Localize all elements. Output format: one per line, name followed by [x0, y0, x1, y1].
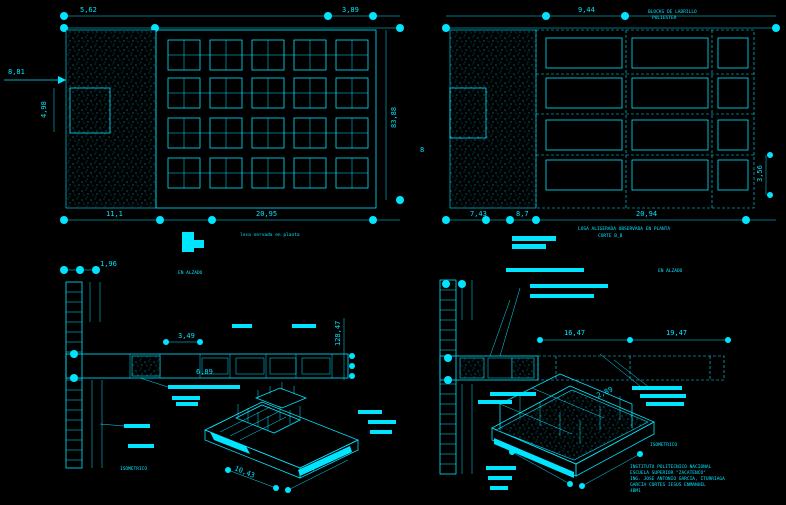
isometric-right: 2,89 — [486, 373, 655, 490]
dim-bottom-2: 20,95 — [256, 210, 277, 218]
dim-left-1: 8,81 — [8, 68, 25, 76]
dim-top: 1,96 — [100, 260, 117, 268]
dim-left-2: 4,98 — [40, 101, 48, 118]
dim-top: 9,44 — [578, 6, 595, 14]
elevation-left: 1,96 EN ALZADO 3,49 128,47 6,89 — [60, 260, 396, 493]
dim-bottom-1: 7,43 — [470, 210, 487, 218]
note-bottom-2: CORTE B_B — [598, 233, 623, 239]
dim-1: 3,49 — [178, 332, 195, 340]
note-left-plan: losa nervada en planta — [240, 232, 300, 238]
isometric-left: 10,43 4,97 — [204, 382, 396, 493]
plan-left: 5,62 3,89 8,81 4,98 — [4, 6, 404, 252]
dim-1: 16,47 — [564, 329, 585, 337]
iso-title: ISOMETRICO — [120, 466, 147, 472]
dim-bottom-2: 8,7 — [516, 210, 529, 218]
dim-3: 6,89 — [196, 368, 213, 376]
note-top-1: BLOCKS DE LADRILLO — [648, 9, 697, 15]
credit-line-2: ESCUELA SUPERIOR "ZACATENCO" — [630, 470, 706, 476]
solid-slab-zone — [449, 29, 537, 209]
iso-dim-2: 4,97 — [305, 459, 324, 473]
credit-line-4: GARCIA CORTES JESUS ENMANUEL — [630, 482, 706, 488]
iso-title: ISOMETRICO — [650, 442, 677, 448]
dim-2: 19,47 — [666, 329, 687, 337]
plan-right: 9,44 BLOCKS DE LADRILLO POLIESTER 8 3,56 — [420, 6, 780, 249]
dim-3: 2,89 — [595, 385, 614, 399]
credit-line-5: 4BM1 — [630, 488, 641, 494]
dim-top-2: 3,89 — [342, 6, 359, 14]
dim-bottom-1: 11,1 — [106, 210, 123, 218]
dim-top-1: 5,62 — [80, 6, 97, 14]
dim-right-1: 8 — [420, 146, 424, 154]
dim-bottom-3: 20,94 — [636, 210, 657, 218]
view-title: EN ALZADO — [658, 268, 683, 274]
credit-line-3: ING. JOSE ANTONIO GARCIA, ITURRIAGA — [630, 476, 725, 482]
elevation-right: EN ALZADO 16,47 19,47 — [439, 268, 731, 494]
dim-right: 83,88 — [390, 107, 398, 128]
iso-dim-1: 10,43 — [233, 464, 256, 479]
note-top-2: POLIESTER — [652, 15, 677, 21]
solid-slab-zone — [65, 29, 157, 209]
waffle-grid — [167, 39, 369, 189]
dim-2: 128,47 — [334, 321, 342, 346]
credit-line-1: INSTITUTO POLITECNICO NACIONAL — [630, 464, 712, 470]
opening — [69, 87, 111, 134]
dim-right-2: 3,56 — [756, 165, 764, 182]
view-title: EN ALZADO — [178, 270, 203, 276]
note-bottom-1: LOSA ALIGERADA OBSERVADA EN PLANTA — [578, 226, 670, 232]
blocks-grid — [536, 30, 754, 208]
title-block: INSTITUTO POLITECNICO NACIONAL ESCUELA S… — [630, 464, 725, 494]
